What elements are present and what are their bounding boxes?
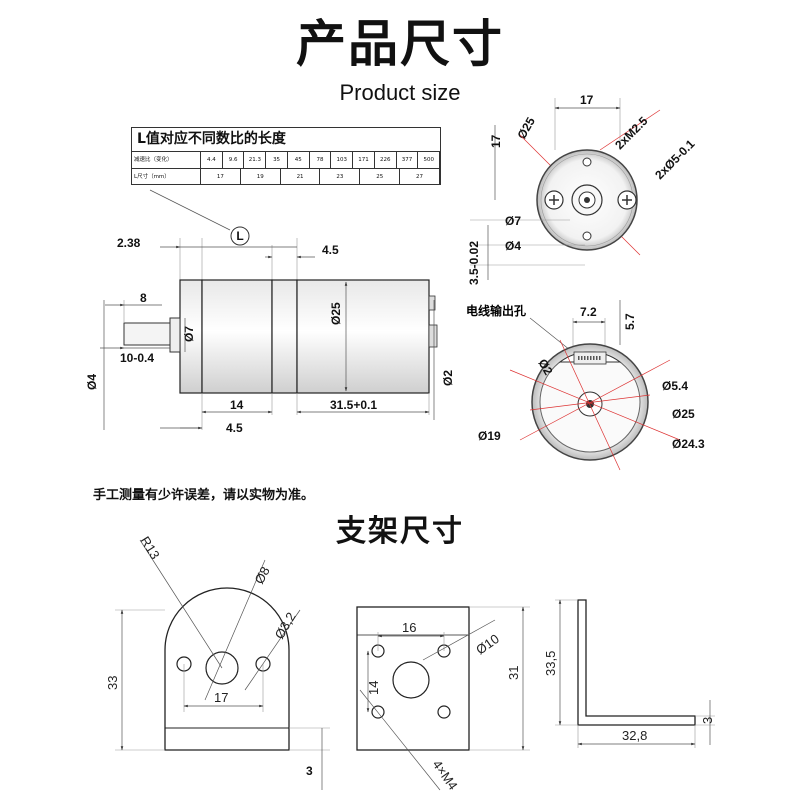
dim-2xphi5: 2xØ5-0.1	[652, 137, 698, 183]
table-cell: 500	[418, 152, 441, 168]
dim-14-bracket: 14	[366, 681, 381, 695]
table-cell: 103	[331, 152, 354, 168]
rear-view: 电线输出孔 7.2 5.7 Ø2 Ø5.4 Ø25 Ø19 Ø24.3	[466, 300, 705, 471]
dim-5-7: 5.7	[623, 313, 637, 330]
dim-3-bracket: 3	[306, 764, 313, 778]
dim-4-5-top: 4.5	[322, 243, 339, 257]
dim-phi5-4: Ø5.4	[662, 379, 688, 393]
table-row-label: L尺寸（mm）	[132, 169, 201, 185]
dim-17-bracket: 17	[214, 690, 228, 705]
dim-33-5: 33,5	[543, 651, 558, 676]
dim-4xM4: 4×M4	[430, 757, 461, 793]
table-cell: 21	[281, 169, 321, 185]
dim-phi4-front: Ø4	[505, 239, 521, 253]
side-view: L 2.38 4.5 8 10-0.4 Ø7 Ø4	[85, 189, 455, 435]
bracket-side-view: 33,5 3 32,8	[543, 599, 715, 748]
leader-line	[149, 189, 231, 231]
table-cell: 35	[266, 152, 288, 168]
dim-3-side: 3	[700, 717, 715, 724]
dim-31-5: 31.5+0.1	[330, 398, 377, 412]
dim-phi7-side: Ø7	[182, 326, 196, 342]
page-title: 产品尺寸	[296, 15, 504, 73]
table-cell: 226	[375, 152, 397, 168]
table-cell: 4.4	[201, 152, 223, 168]
dim-phi7-front: Ø7	[505, 214, 521, 228]
measurement-note: 手工测量有少许误差，请以实物为准。	[93, 488, 315, 503]
dim-4-5-bottom: 4.5	[226, 421, 243, 435]
table-title: L值对应不同数比的长度	[132, 128, 440, 152]
dim-3-5: 3.5-0.02	[467, 241, 481, 285]
dim-14: 14	[230, 398, 244, 412]
table-cell: 21.3	[244, 152, 267, 168]
table-cell: 17	[201, 169, 241, 185]
dim-phi2-side: Ø2	[441, 370, 455, 386]
dim-31: 31	[506, 666, 521, 680]
wire-hole-label: 电线输出孔	[466, 303, 526, 318]
dim-7-2: 7.2	[580, 305, 597, 319]
dim-2-38: 2.38	[117, 236, 141, 250]
dim-2xM2-5: 2xM2.5	[612, 114, 650, 152]
table-cell: 27	[400, 169, 440, 185]
dim-phi19: Ø19	[478, 429, 501, 443]
table-cell: 25	[360, 169, 401, 185]
dim-phi25-front: Ø25	[514, 115, 538, 142]
front-view: 17 17 Ø25 Ø7 Ø4 3.5-0.02 2xM2.5 2xØ5-0.1	[467, 93, 698, 285]
callout-L: L	[236, 229, 243, 243]
dim-phi25-side: Ø25	[329, 302, 343, 325]
dim-phi25-rear: Ø25	[672, 407, 695, 421]
table-cell: 377	[397, 152, 419, 168]
dim-phi8: Ø8	[251, 564, 272, 586]
dim-33: 33	[105, 676, 120, 690]
dim-16: 16	[402, 620, 416, 635]
dim-phi24-3: Ø24.3	[672, 437, 705, 451]
bracket-top-view: 16 Ø10 14 31 4×M4	[356, 606, 530, 793]
table-cell: 23	[320, 169, 361, 185]
page-subtitle: Product size	[339, 80, 461, 105]
table-cell: 19	[241, 169, 281, 185]
table-cell: 171	[353, 152, 375, 168]
dim-8: 8	[140, 291, 147, 305]
table-cell: 45	[288, 152, 310, 168]
table-row-label: 减速比（变化）	[132, 152, 201, 168]
dim-phi10: Ø10	[473, 631, 502, 657]
dim-10-0-4: 10-0.4	[120, 351, 154, 365]
dim-17-top: 17	[580, 93, 594, 107]
table-cell: 9.6	[223, 152, 245, 168]
dim-17-side: 17	[489, 134, 503, 148]
bracket-front-view: R13 Ø8 Ø3,2 33 17 3	[105, 534, 330, 790]
dim-phi4-side: Ø4	[85, 374, 99, 390]
table-cell: 78	[310, 152, 332, 168]
dim-32-8: 32,8	[622, 728, 647, 743]
bracket-title: 支架尺寸	[336, 514, 464, 549]
callout-circle	[230, 226, 250, 246]
